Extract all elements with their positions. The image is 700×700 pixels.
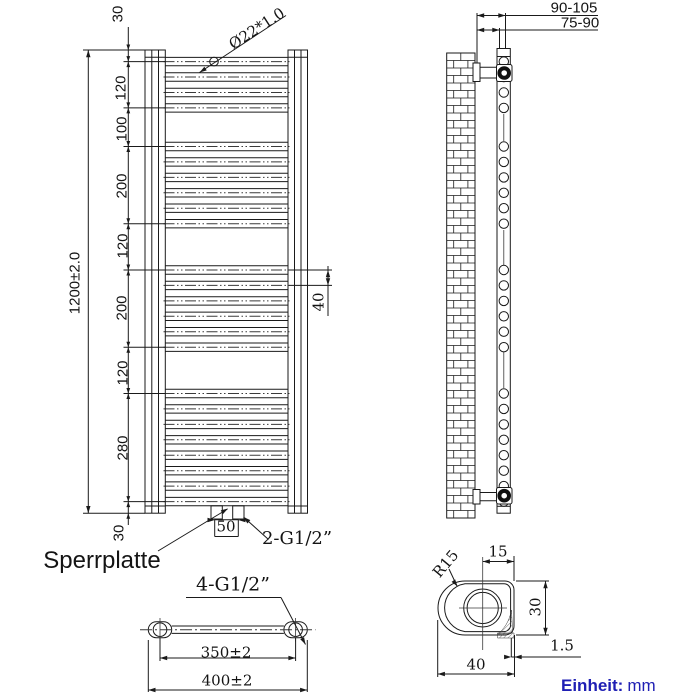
- tube-spec-balloon: [209, 56, 219, 67]
- dim-wall-thickness: 1.5: [550, 636, 574, 655]
- top-connection-spec-label: 4-G1/2”: [196, 573, 270, 596]
- unit-note: Einheit:mm: [561, 676, 656, 696]
- blocking-plate-label: Sperrplatte: [43, 547, 161, 574]
- dim-seg-30-top: 30: [109, 5, 127, 23]
- connection-spec-label: 2-G1/2”: [261, 528, 333, 549]
- wall-bracket-bottom: [472, 487, 513, 505]
- dim-wall-distance-outer: 90-105: [550, 0, 598, 17]
- side-view: [446, 13, 598, 519]
- dim-flat-width: 15: [488, 542, 508, 561]
- dim-profile-height: 30: [526, 597, 545, 617]
- dim-seg-200-a: 200: [113, 173, 131, 199]
- tube-spec-leader: [199, 15, 287, 73]
- dim-seg-30-bottom: 30: [110, 524, 128, 542]
- wall-bracket-top: [472, 62, 513, 82]
- unit-label: Einheit:: [561, 676, 624, 695]
- dim-seg-200-b: 200: [113, 295, 131, 321]
- dim-overall-width: 400±2: [201, 671, 253, 690]
- wall-brick-pattern: [446, 53, 475, 518]
- dim-overall-height: 1200±2.0: [66, 251, 84, 315]
- front-view: [83, 15, 332, 552]
- dim-seg-100: 100: [113, 116, 131, 142]
- dim-wall-distance-inner: 75-90: [560, 14, 600, 32]
- top-view: [140, 597, 316, 692]
- dim-seg-120-b: 120: [114, 233, 132, 259]
- dim-seg-280: 280: [114, 435, 132, 461]
- detail-view: [437, 556, 581, 677]
- dim-top-connection-pitch: 350±2: [200, 643, 252, 662]
- dim-profile-depth: 40: [466, 655, 486, 674]
- sperrplatte-leader: [157, 508, 228, 552]
- dim-seg-120-a: 120: [112, 75, 130, 101]
- unit-value: mm: [627, 676, 656, 695]
- dimension-arrowheads: [86, 13, 548, 693]
- dim-connection-pitch: 50: [216, 517, 236, 536]
- section-hatch-strip: [497, 632, 515, 639]
- dim-seg-120-c: 120: [114, 360, 132, 386]
- dim-rung-pitch: 40: [309, 292, 328, 312]
